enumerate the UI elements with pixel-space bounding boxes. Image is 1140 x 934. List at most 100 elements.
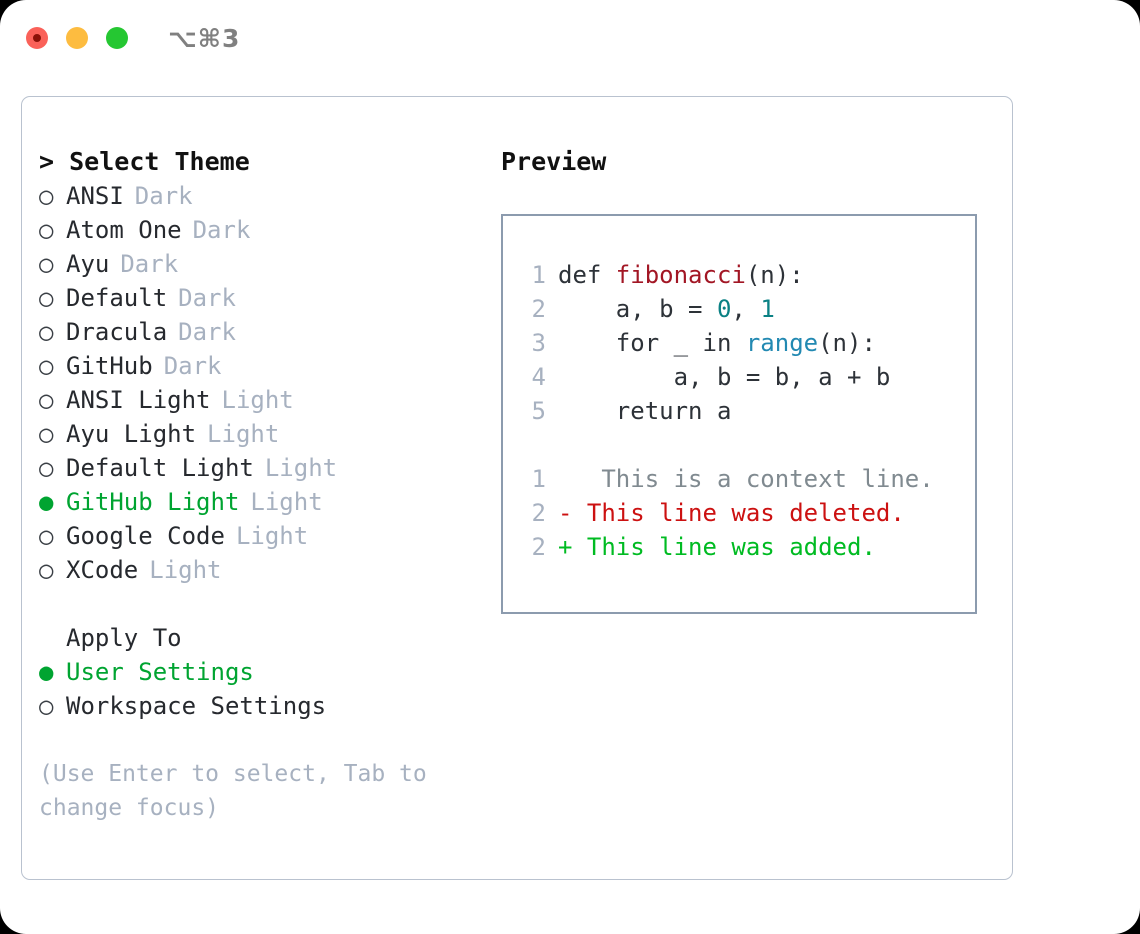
code-token-num: 0 (716, 295, 732, 323)
code-line-text: def fibonacci(n): (558, 258, 804, 292)
line-number: 2 (531, 295, 546, 323)
minimize-button[interactable] (66, 27, 88, 49)
theme-option-google-code[interactable]: ○ Google Code Light (39, 519, 499, 553)
theme-option-label: Dracula (66, 318, 168, 346)
theme-option-ayu[interactable]: ○ Ayu Dark (39, 247, 499, 281)
code-line-text: return a (558, 394, 732, 428)
theme-option-label: Atom One (66, 216, 182, 244)
theme-option-label: Google Code (66, 522, 225, 550)
line-number: 4 (531, 363, 546, 391)
radio-unselected-icon: ○ (39, 386, 54, 414)
theme-variant-tag: Light (207, 420, 280, 448)
keyboard-hint: (Use Enter to select, Tab to change focu… (39, 761, 441, 821)
code-token-plain: for _ in (558, 329, 746, 357)
theme-option-label: ANSI (66, 182, 124, 210)
apply-to-option-label: User Settings (66, 658, 254, 686)
radio-selected-icon: ● (39, 488, 54, 516)
theme-variant-tag: Dark (120, 250, 179, 278)
apply-to-heading: Apply To (66, 624, 182, 652)
code-token-plain: (n): (745, 261, 804, 289)
theme-variant-tag: Light (235, 522, 309, 550)
diff-line-text: This is a context line. (572, 465, 934, 493)
theme-option-label: Ayu (66, 250, 110, 278)
prompt-caret-icon: > (39, 147, 55, 176)
theme-option-label: Ayu Light (66, 420, 197, 448)
code-token-plain: (n): (818, 329, 876, 357)
radio-unselected-icon: ○ (39, 284, 54, 312)
code-line-text: a, b = 0, 1 (558, 292, 775, 326)
theme-option-default[interactable]: ○ Default Dark (39, 281, 499, 315)
apply-to-option-label: Workspace Settings (66, 692, 327, 720)
code-line-text: a, b = b, a + b (558, 360, 891, 394)
maximize-button[interactable] (106, 27, 128, 49)
theme-option-label: Default (66, 284, 168, 312)
radio-unselected-icon: ○ (39, 216, 54, 244)
section-spacer (39, 587, 499, 621)
diff-line-ctx: 1 This is a context line. (518, 462, 934, 496)
diff-sample: 1 This is a context line.2- This line wa… (518, 462, 934, 564)
theme-option-ansi-light[interactable]: ○ ANSI Light Light (39, 383, 499, 417)
theme-option-dracula[interactable]: ○ Dracula Dark (39, 315, 499, 349)
code-token-plain: def (558, 261, 616, 289)
radio-unselected-icon: ○ (39, 454, 54, 482)
theme-option-label: GitHub Light (66, 488, 240, 516)
diff-sign: - (558, 499, 573, 527)
theme-option-label: GitHub (66, 352, 153, 380)
code-line: 3 for _ in range(n): (518, 326, 934, 360)
close-button[interactable] (26, 27, 48, 49)
radio-unselected-icon: ○ (39, 318, 54, 346)
apply-to-option-user-settings[interactable]: ●User Settings (39, 655, 499, 689)
radio-unselected-icon: ○ (39, 250, 54, 278)
select-theme-heading: > Select Theme (39, 145, 499, 179)
theme-variant-tag: Light (221, 386, 294, 414)
apply-to-option-workspace-settings[interactable]: ○ Workspace Settings (39, 689, 499, 723)
code-token-fn: fibonacci (615, 261, 746, 289)
code-diff-spacer (518, 428, 934, 462)
apply-to-option-list: ●User Settings ○ Workspace Settings (39, 655, 499, 723)
theme-variant-tag: Light (264, 454, 338, 482)
diff-line-del: 2- This line was deleted. (518, 496, 934, 530)
code-token-bi: range (745, 329, 819, 357)
line-number: 2 (531, 499, 546, 527)
diff-line-text: This line was added. (572, 533, 876, 561)
theme-option-label: Default Light (66, 454, 254, 482)
code-token-plain: a, b = b, a + b (558, 363, 891, 391)
radio-unselected-icon: ○ (39, 522, 54, 550)
line-number: 2 (531, 533, 546, 561)
radio-unselected-icon: ○ (39, 352, 54, 380)
radio-unselected-icon: ○ (39, 692, 54, 720)
diff-line-add: 2 + This line was added. (518, 530, 934, 564)
title-bar: ⌥⌘3 (0, 0, 1140, 76)
keyboard-shortcut-label: ⌥⌘3 (168, 23, 241, 53)
theme-variant-tag: Dark (178, 318, 236, 346)
code-token-plain: a, b = (558, 295, 717, 323)
radio-unselected-icon: ○ (39, 556, 54, 584)
theme-option-label: ANSI Light (66, 386, 211, 414)
code-line: 5 return a (518, 394, 934, 428)
diff-line-text: This line was deleted. (572, 499, 905, 527)
code-line: 2 a, b = 0, 1 (518, 292, 934, 326)
theme-option-label: XCode (66, 556, 139, 584)
diff-sign (558, 462, 572, 496)
theme-variant-tag: Dark (134, 182, 193, 210)
code-line-text: for _ in range(n): (558, 326, 876, 360)
theme-option-default-light[interactable]: ○ Default Light Light (39, 451, 499, 485)
diff-sign: + (558, 533, 573, 561)
code-token-num: 1 (760, 295, 775, 323)
theme-variant-tag: Dark (178, 284, 236, 312)
